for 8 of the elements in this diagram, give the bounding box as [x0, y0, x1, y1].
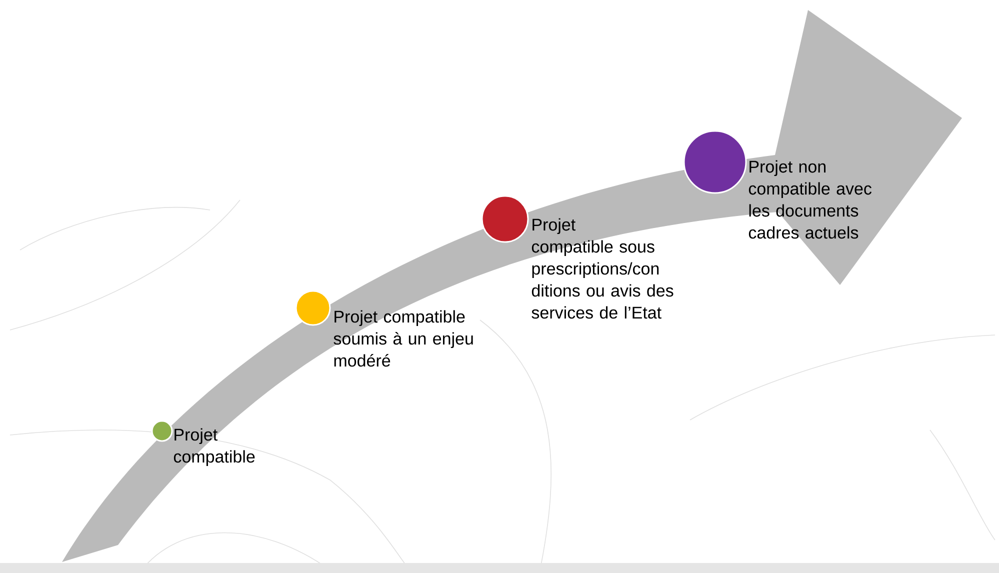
- status-label: Projet non compatible avec les documents cadres actuels: [748, 160, 872, 239]
- status-dot: [295, 290, 331, 326]
- status-dot: [683, 130, 747, 194]
- status-dot: [151, 420, 173, 442]
- status-label: Projet compatible soumis à un enjeu modéré: [334, 310, 473, 367]
- status-label: Projet compatible: [174, 428, 255, 466]
- status-dot: [481, 195, 529, 243]
- status-label: Projet compatible sous prescriptions/con ditions ou avis des services de l’Etat: [532, 218, 674, 319]
